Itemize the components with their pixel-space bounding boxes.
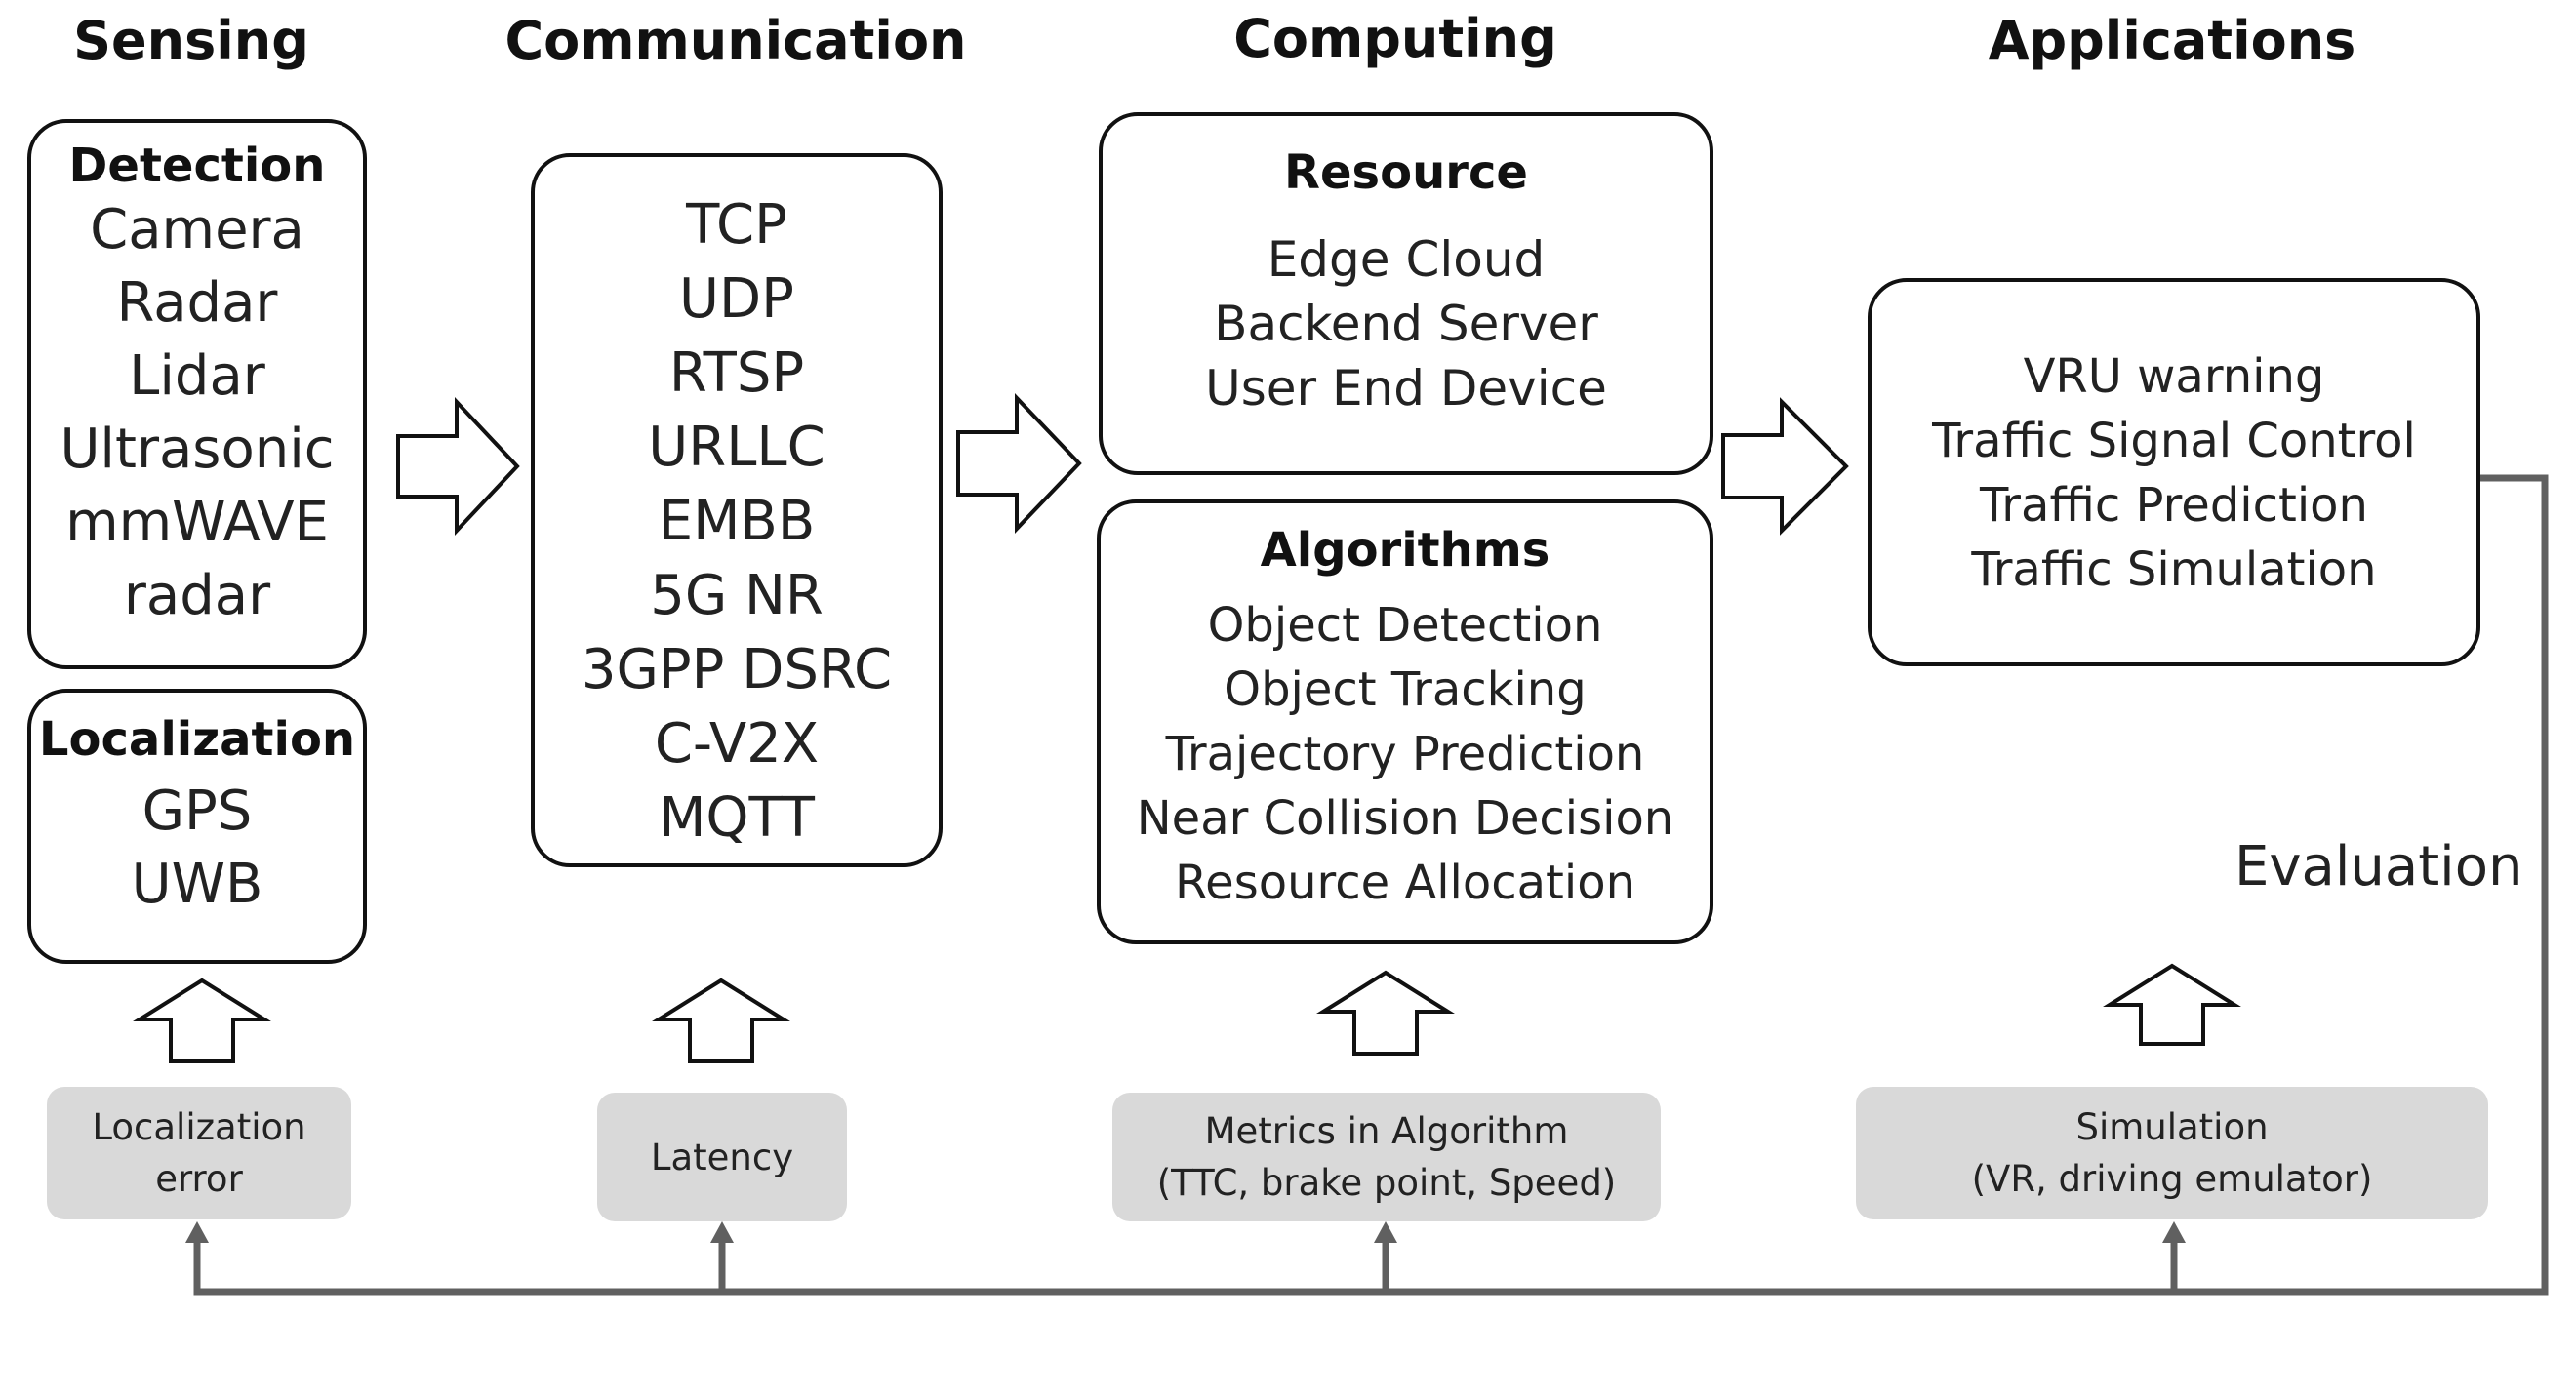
up-arrow-communication <box>652 978 790 1063</box>
metric-localization-error-text: Localization error <box>92 1106 306 1200</box>
metric-latency: Latency <box>597 1093 847 1221</box>
up-arrow-computing <box>1316 970 1455 1056</box>
resource-item: Edge Cloud <box>1267 231 1546 288</box>
algorithm-item: Near Collision Decision <box>1136 791 1674 846</box>
feedback-arrowheads <box>185 1221 2186 1243</box>
protocol-item: MQTT <box>659 786 815 850</box>
detection-item: mmWAVE <box>65 491 329 554</box>
metric-algorithm-text: Metrics in Algorithm (TTC, brake point, … <box>1156 1110 1617 1204</box>
algorithms-title: Algorithms <box>1260 523 1550 578</box>
metric-algorithm: Metrics in Algorithm (TTC, brake point, … <box>1112 1093 1661 1221</box>
detection-item: Ultrasonic <box>60 418 335 481</box>
evaluation-label: Evaluation <box>2234 835 2523 898</box>
localization-box: Localization GPS UWB <box>27 689 367 964</box>
evaluation-feedback-line <box>193 474 2549 1296</box>
detection-list: Camera Radar Lidar Ultrasonic mmWAVE rad… <box>31 193 363 632</box>
localization-item: GPS <box>141 779 253 843</box>
protocol-item: UDP <box>679 267 794 331</box>
detection-box: Detection Camera Radar Lidar Ultrasonic … <box>27 119 367 669</box>
up-arrow-sensing-shape <box>133 978 271 1063</box>
algorithm-item: Object Detection <box>1207 598 1603 653</box>
algorithms-box: Algorithms Object Detection Object Track… <box>1097 499 1713 944</box>
header-computing: Computing <box>1233 8 1557 69</box>
protocol-item: URLLC <box>648 416 825 479</box>
arrow-sensing-to-communication <box>396 396 520 537</box>
protocol-item: RTSP <box>668 341 805 405</box>
detection-item: radar <box>123 564 271 627</box>
metric-localization-error: Localization error <box>47 1087 351 1219</box>
localization-item: UWB <box>131 853 263 916</box>
up-arrow-applications <box>2103 963 2241 1046</box>
arrowhead-simulation <box>2162 1221 2186 1243</box>
localization-title: Localization <box>38 712 356 767</box>
header-applications: Applications <box>1988 10 2356 71</box>
algorithm-item: Resource Allocation <box>1174 856 1635 910</box>
arrowhead-localization-error <box>185 1221 209 1243</box>
algorithm-item: Object Tracking <box>1224 662 1587 717</box>
detection-item: Lidar <box>129 344 265 408</box>
communication-box: TCP UDP RTSP URLLC EMBB 5G NR 3GPP DSRC … <box>531 153 943 867</box>
metric-simulation-text: Simulation (VR, driving emulator) <box>1971 1106 2373 1200</box>
header-communication: Communication <box>504 10 967 71</box>
resource-title: Resource <box>1284 145 1528 200</box>
resource-item: Backend Server <box>1214 296 1598 352</box>
communication-list: TCP UDP RTSP URLLC EMBB 5G NR 3GPP DSRC … <box>535 188 939 856</box>
detection-item: Camera <box>90 198 304 261</box>
metric-simulation: Simulation (VR, driving emulator) <box>1856 1087 2488 1219</box>
protocol-item: 5G NR <box>650 564 824 627</box>
arrowhead-metrics <box>1374 1221 1397 1243</box>
resource-box: Resource Edge Cloud Backend Server User … <box>1099 112 1713 475</box>
arrow-communication-to-computing <box>956 393 1082 534</box>
metric-latency-text: Latency <box>650 1136 794 1178</box>
detection-item: Radar <box>116 271 278 335</box>
localization-list: GPS UWB <box>31 775 363 921</box>
protocol-item: EMBB <box>658 490 816 553</box>
header-sensing: Sensing <box>73 10 309 71</box>
application-item: Traffic Signal Control <box>1932 414 2416 468</box>
protocol-item: 3GPP DSRC <box>581 638 893 701</box>
algorithm-item: Trajectory Prediction <box>1165 727 1645 781</box>
resource-list: Edge Cloud Backend Server User End Devic… <box>1103 227 1710 420</box>
application-item: Traffic Simulation <box>1971 542 2377 597</box>
applications-box: VRU warning Traffic Signal Control Traff… <box>1868 278 2480 666</box>
protocol-item: TCP <box>686 193 787 257</box>
application-item: Traffic Prediction <box>1980 478 2368 533</box>
algorithms-list: Object Detection Object Tracking Traject… <box>1101 593 1710 915</box>
applications-list: VRU warning Traffic Signal Control Traff… <box>1872 344 2476 602</box>
resource-item: User End Device <box>1205 360 1607 417</box>
protocol-item: C-V2X <box>654 712 820 776</box>
arrowhead-latency <box>710 1221 734 1243</box>
arrow-computing-to-applications <box>1721 397 1849 536</box>
detection-title: Detection <box>68 139 326 193</box>
application-item: VRU warning <box>2023 349 2325 404</box>
